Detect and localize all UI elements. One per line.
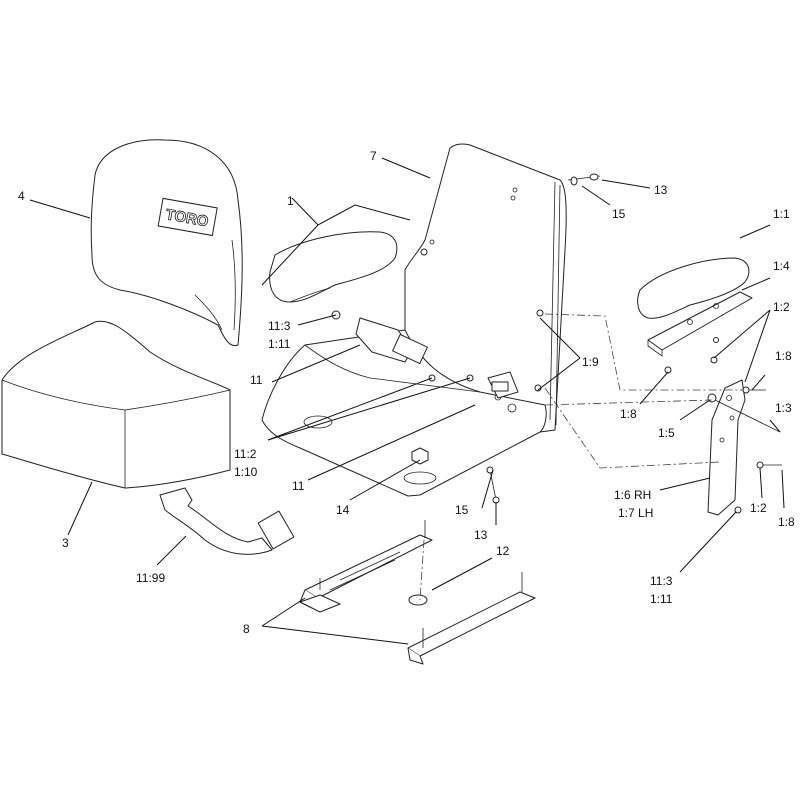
callout-1-8-lower: 1:8 bbox=[778, 515, 795, 529]
seat-frame bbox=[261, 143, 567, 497]
callout-11-3-right: 11:3 bbox=[650, 574, 673, 588]
left-armrest bbox=[269, 231, 398, 303]
callout-8: 8 bbox=[243, 622, 250, 636]
seat-belt-strap bbox=[159, 487, 295, 555]
callout-1-5: 1:5 bbox=[658, 426, 675, 440]
callout-12: 12 bbox=[496, 544, 510, 558]
callout-11-upper: 11 bbox=[250, 373, 263, 387]
backrest-cushion: TORO bbox=[90, 139, 243, 347]
callout-1-6-rh: 1:6 RH bbox=[614, 488, 651, 502]
callout-1-2-lower: 1:2 bbox=[750, 501, 767, 515]
side-mounting-plate bbox=[707, 379, 746, 516]
nut-14 bbox=[411, 447, 429, 465]
callout-1-4: 1:4 bbox=[773, 259, 790, 273]
callout-15-top: 15 bbox=[612, 207, 626, 221]
callout-11-lower: 11 bbox=[292, 479, 305, 493]
callout-1: 1 bbox=[287, 194, 294, 208]
seat-slide-rail-right bbox=[407, 572, 536, 665]
callout-labels: 4 1 7 11:3 1:11 11 11:2 1:10 11 14 3 11:… bbox=[18, 149, 795, 636]
callout-1-3: 1:3 bbox=[775, 401, 792, 415]
callout-11-99: 11:99 bbox=[136, 571, 165, 585]
seat-slide-rail-left bbox=[299, 520, 433, 613]
callout-11-3-left: 11:3 bbox=[268, 319, 291, 333]
callout-1-10: 1:10 bbox=[234, 465, 258, 479]
callout-15-bottom: 15 bbox=[455, 503, 469, 517]
armrest-bracket bbox=[647, 291, 753, 357]
seat-cushion bbox=[1, 320, 231, 489]
callout-3: 3 bbox=[62, 536, 69, 550]
washer-12 bbox=[408, 594, 428, 606]
alignment-lines bbox=[419, 313, 738, 601]
seat-belt-latch bbox=[487, 371, 519, 399]
callout-13-top: 13 bbox=[654, 183, 668, 197]
callout-4: 4 bbox=[18, 189, 25, 203]
callout-1-11-right: 1:11 bbox=[650, 592, 673, 606]
callout-1-9: 1:9 bbox=[582, 355, 599, 369]
callout-13-bottom: 13 bbox=[474, 528, 488, 542]
callout-1-8-left: 1:8 bbox=[620, 407, 637, 421]
callout-14: 14 bbox=[336, 503, 350, 517]
hardware bbox=[331, 173, 782, 514]
callout-7: 7 bbox=[370, 149, 377, 163]
callout-1-8-right: 1:8 bbox=[775, 349, 792, 363]
callout-1-2-upper: 1:2 bbox=[773, 300, 790, 314]
callout-1-11-left: 1:11 bbox=[268, 337, 291, 351]
right-armrest-pad bbox=[637, 257, 750, 319]
seat-belt-buckle bbox=[355, 317, 428, 364]
toro-logo: TORO bbox=[157, 197, 218, 237]
callout-11-2: 11:2 bbox=[234, 447, 257, 461]
callout-1-1: 1:1 bbox=[773, 207, 790, 221]
callout-1-7-lh: 1:7 LH bbox=[618, 506, 653, 520]
leader-lines bbox=[29, 157, 785, 645]
